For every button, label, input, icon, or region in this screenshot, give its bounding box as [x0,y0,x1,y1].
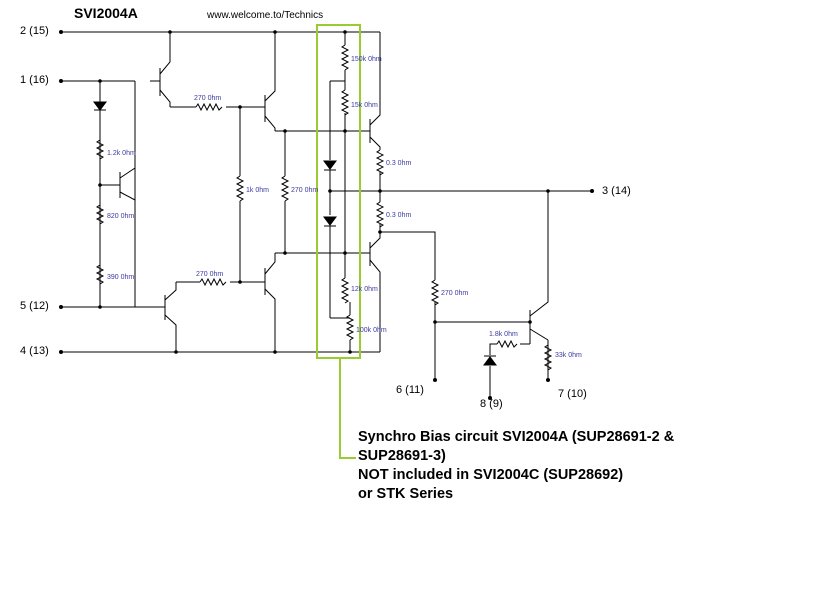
pin-label-7: 7 (10) [558,388,587,400]
diagram-title: SVI2004A [74,5,138,21]
source-url: www.welcome.to/Technics [207,10,324,21]
label-r14: 270 0hm [441,290,468,297]
label-r12: 12k 0hm [351,286,378,293]
pin-label-8: 8 (9) [480,398,503,410]
pin-label-4: 4 (13) [20,345,49,357]
label-r2: 820 0hm [107,213,134,220]
label-r7: 270 0hm [291,187,318,194]
label-r5: 1k 0hm [246,187,269,194]
label-r4: 270 0hm [194,95,221,102]
label-r13: 100k 0hm [356,327,387,334]
label-r1: 1.2k 0hm [107,150,136,157]
label-r3: 390 0hm [107,274,134,281]
pin-label-1: 1 (16) [20,74,49,86]
caption-line-2: SUP28691-3) [358,448,446,464]
pin-label-5: 5 (12) [20,300,49,312]
label-r6: 270 0hm [196,271,223,278]
synchro-bias-caption: Synchro Bias circuit SVI2004A (SUP28691-… [358,428,798,504]
label-r16: 33k 0hm [555,352,582,359]
label-r9: 15k 0hm [351,102,378,109]
label-r15: 1.8k 0hm [489,331,518,338]
caption-line-4: or STK Series [358,486,454,502]
label-r11: 0.3 0hm [386,212,411,219]
label-r10: 0.3 0hm [386,160,411,167]
pin-label-3: 3 (14) [602,185,631,197]
caption-line-3: NOT included in SVI2004C (SUP28692) [358,467,624,483]
synchro-bias-highlight [316,24,361,459]
label-r8: 150k 0hm [351,56,382,63]
caption-line-1: Synchro Bias circuit SVI2004A (SUP28691-… [358,429,675,445]
pin-label-2: 2 (15) [20,25,49,37]
pin-label-6: 6 (11) [396,384,424,396]
